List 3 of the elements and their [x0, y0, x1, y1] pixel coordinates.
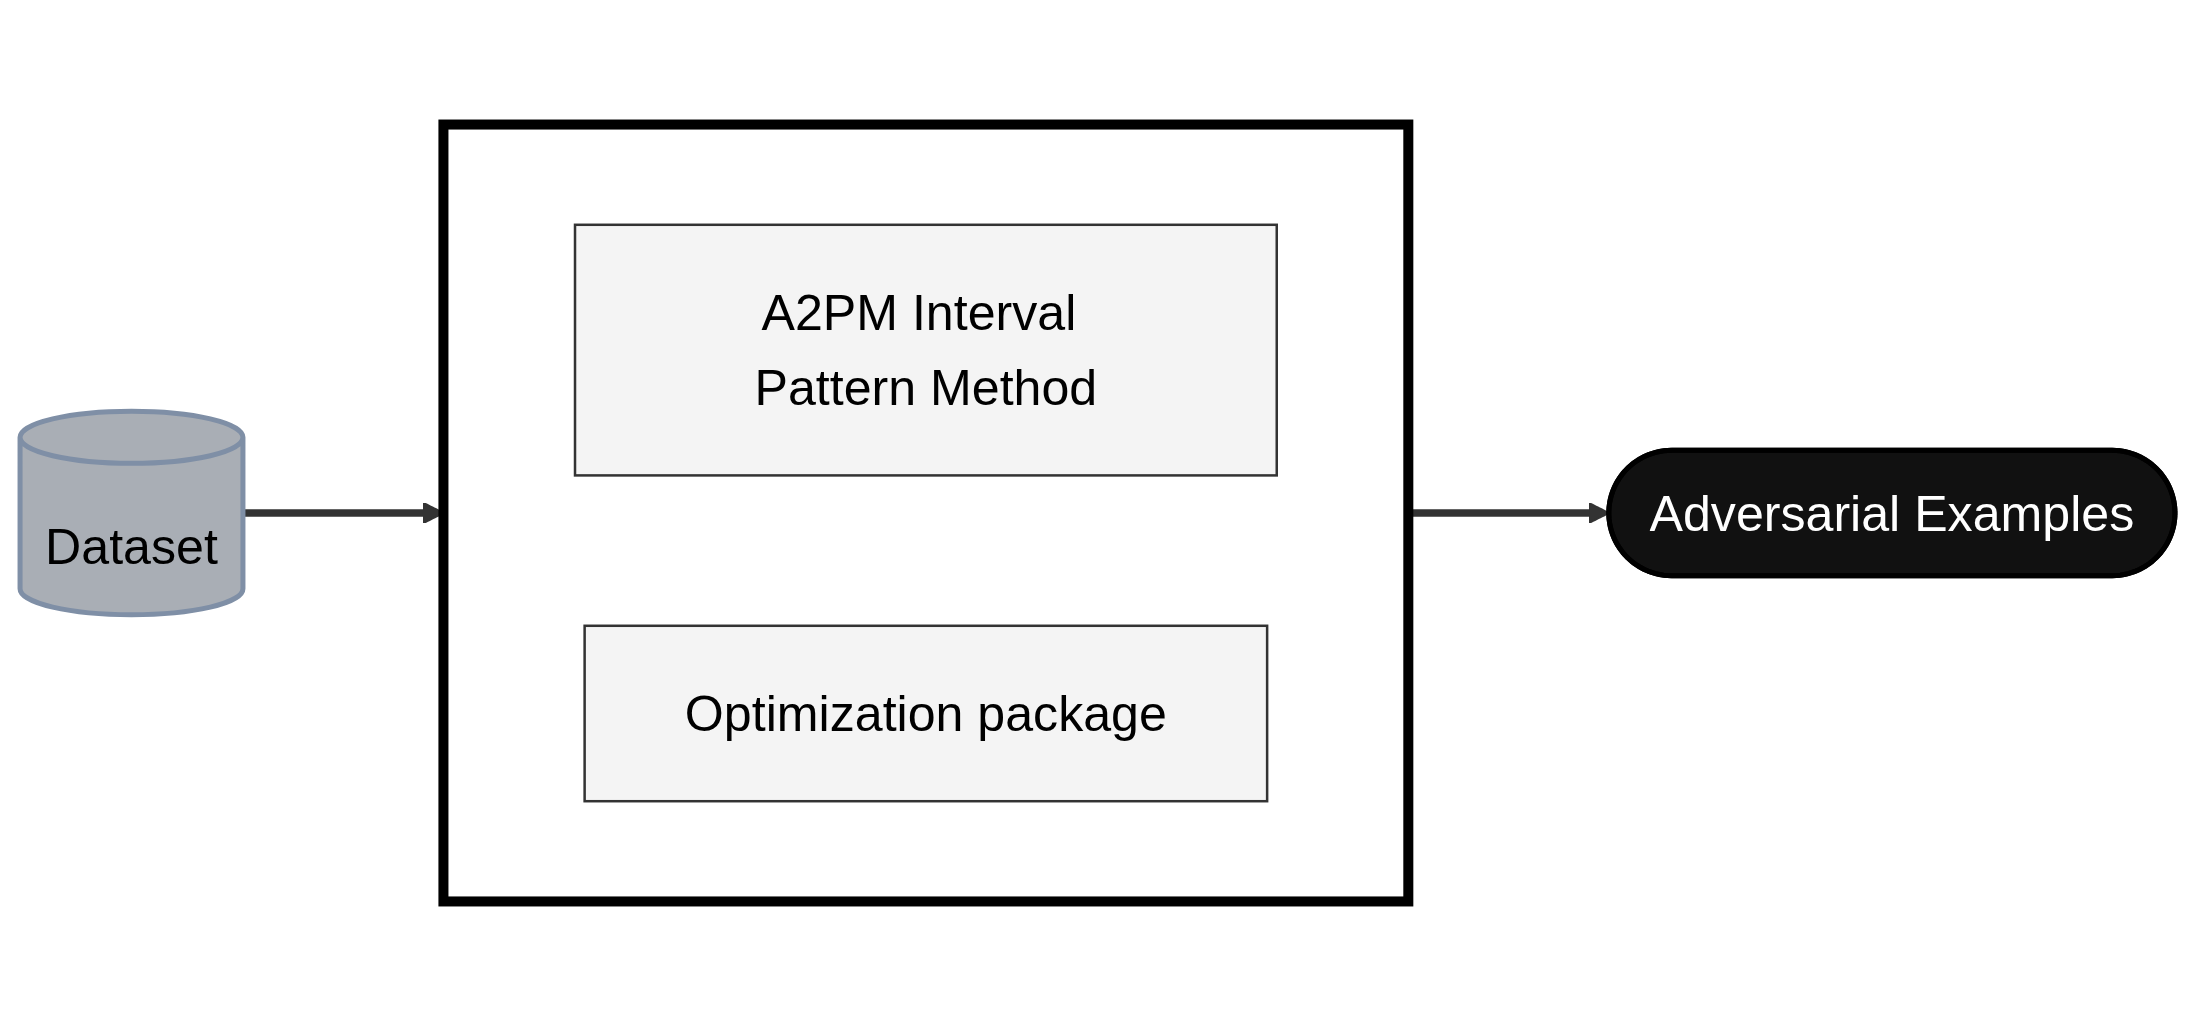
cluster — [438, 119, 1414, 907]
node-box: A2PM Interval Pattern Method — [573, 223, 1278, 477]
node-box: Optimization package — [583, 624, 1269, 803]
